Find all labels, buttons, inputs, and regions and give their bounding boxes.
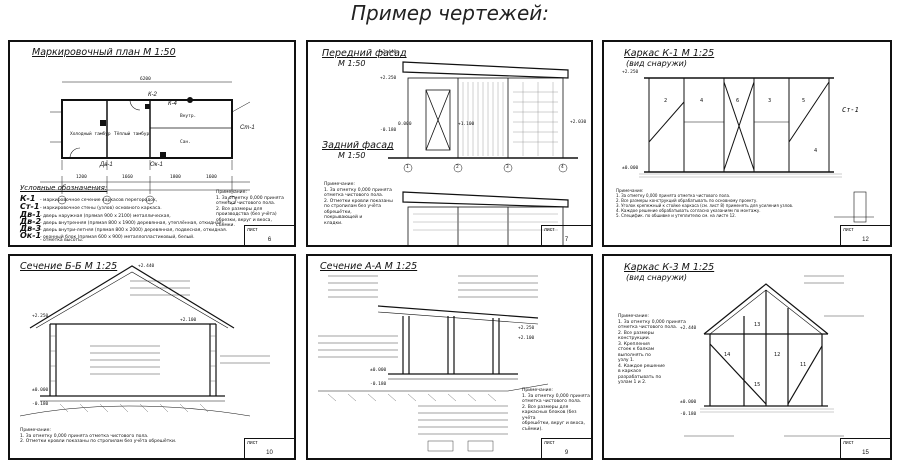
level-mark: +2.250 (622, 70, 639, 75)
frame-k1-title: Каркас К-1 М 1:25 (624, 48, 715, 59)
level-mark: +2.440 (380, 50, 397, 55)
frame-k3-subtitle: (вид снаружи) (626, 273, 687, 282)
axis-label: 1 (406, 165, 409, 170)
level-mark: ±0.000 (680, 400, 697, 405)
legend-item: Дв-2- дверь внутренняя (прямая 800 х 190… (20, 217, 223, 226)
level-mark: ±0.000 (32, 388, 49, 393)
front-facade-scale: М 1:50 (338, 59, 366, 68)
facade-notes: Примечание: 1. За отметку 0,000 принята … (324, 182, 393, 226)
frame-k3-drawing: 14 13 12 11 15 (684, 275, 864, 437)
level-mark: ±0.000 (370, 368, 387, 373)
room-label: Сан. (180, 140, 191, 145)
dimension-label: 1800 (170, 175, 181, 180)
level-mark: -0.180 (370, 382, 387, 387)
svg-text:Дв-1: Дв-1 (99, 162, 113, 168)
room-label: Внутр. (180, 114, 197, 119)
level-mark: +2.250 (518, 326, 535, 331)
svg-text:15: 15 (754, 382, 760, 388)
axis-label: 2 (456, 165, 459, 170)
svg-text:6: 6 (736, 98, 739, 104)
level-mark: 0.000 (398, 122, 412, 127)
svg-text:Ст-1: Ст-1 (240, 125, 255, 131)
svg-text:4: 4 (700, 98, 703, 104)
level-mark: +2.250 (380, 76, 397, 81)
legend-title: Условные обозначения: (20, 184, 108, 192)
axis-label: 3 (506, 165, 509, 170)
level-mark: +2.030 (570, 120, 587, 125)
dimension-label: 1660 (122, 175, 133, 180)
room-label: Тёплый тамбур (114, 132, 150, 137)
sheet-frame-k3[interactable]: 14 13 12 11 15 Каркас К-3 М 1:25 (вид снару… (602, 254, 892, 460)
svg-text:13: 13 (754, 322, 760, 328)
level-mark: +2.100 (518, 336, 535, 341)
frame-k1-notes: Примечание: 1. За отметку 0,000 принята … (616, 188, 794, 218)
legend-item: Дв-1- дверь наружная (прямая 900 х 2100)… (20, 210, 171, 219)
section-bb-title: Сечение Б-Б М 1:25 (20, 261, 118, 272)
section-bb-drawing (19, 265, 270, 417)
sheet-plan[interactable]: К-2 К-4 Ст-1 Дв-1 Ок-1 Маркировочный пла… (8, 40, 296, 247)
frame-k1-drawing: 2 4 6 3 5 4 (639, 77, 874, 223)
svg-text:2: 2 (664, 98, 667, 104)
svg-text:5: 5 (802, 98, 805, 104)
svg-text:12: 12 (774, 352, 780, 358)
legend-item: Дв-3- дверь внутри-летняя (прямая 800 х … (20, 224, 228, 233)
section-aa-title: Сечение А-А М 1:25 (320, 261, 418, 272)
level-mark: ±0.000 (622, 166, 639, 171)
back-facade-title: Задний фасад (322, 140, 394, 151)
level-mark: -0.180 (380, 128, 397, 133)
level-mark: +2.100 (180, 318, 197, 323)
facade-drawing (388, 61, 578, 245)
sheet-section-aa[interactable]: Сечение А-А М 1:25 +2.250 +2.100 ±0.000 … (306, 254, 593, 460)
back-facade-scale: М 1:50 (338, 151, 366, 160)
svg-text:4: 4 (814, 148, 817, 154)
axis-label: 4 (561, 165, 564, 170)
section-bb-notes: Примечание: 1. За отметку 0,000 принята … (20, 428, 177, 444)
dimension-label: 1600 (206, 175, 217, 180)
legend-item: К-1- маркировочное сечение каркасов пере… (20, 194, 158, 203)
dimension-label: 1200 (76, 175, 87, 180)
svg-text:Ок-1: Ок-1 (150, 162, 163, 168)
svg-text:14: 14 (724, 352, 730, 358)
level-mark: +2.440 (138, 264, 155, 269)
front-facade-title: Передний фасад (322, 48, 407, 59)
dimension-label: 6200 (140, 77, 151, 82)
svg-text:К-2: К-2 (148, 92, 158, 98)
room-label: Холодный тамбур (70, 132, 111, 137)
frame-k3-title: Каркас К-3 М 1:25 (624, 262, 715, 273)
frame-label: Ст-1 (842, 106, 859, 114)
sheet-facade[interactable]: Передний фасад М 1:50 Задний фасад М 1:5… (306, 40, 593, 247)
section-aa-notes: Примечание: 1. За отметку 0,000 принята … (522, 388, 590, 432)
sheet-section-bb[interactable]: Сечение Б-Б М 1:25 +2.440 +2.250 +2.100 … (8, 254, 296, 460)
plan-title: Маркировочный план М 1:50 (32, 47, 176, 58)
level-mark: +2.440 (680, 326, 697, 331)
level-mark: -0.180 (680, 412, 697, 417)
plan-drawing: К-2 К-4 Ст-1 Дв-1 Ок-1 (40, 81, 255, 205)
legend-item: Ст-1- маркировочное стены (узлов) основн… (20, 202, 162, 211)
svg-text:К-4: К-4 (168, 101, 178, 107)
section-aa-drawing (318, 275, 549, 452)
svg-text:11: 11 (800, 362, 806, 368)
svg-text:3: 3 (768, 98, 771, 104)
frame-k1-subtitle: (вид снаружи) (626, 59, 687, 68)
legend-item: Ок-1- оконный блок (прямая 600 х 900) ме… (20, 231, 195, 240)
level-mark: +2.250 (32, 314, 49, 319)
level-mark: +1.100 (458, 122, 475, 127)
page-title: Пример чертежей: (350, 1, 549, 25)
level-mark: -0.180 (32, 402, 49, 407)
legend-item: - отметка высоты. (40, 238, 84, 243)
frame-k3-notes: Примечание: 1. За отметку 0,000 принята … (618, 314, 686, 385)
plan-notes: Примечание: 1. За отметку 0,000 принята … (216, 190, 284, 228)
